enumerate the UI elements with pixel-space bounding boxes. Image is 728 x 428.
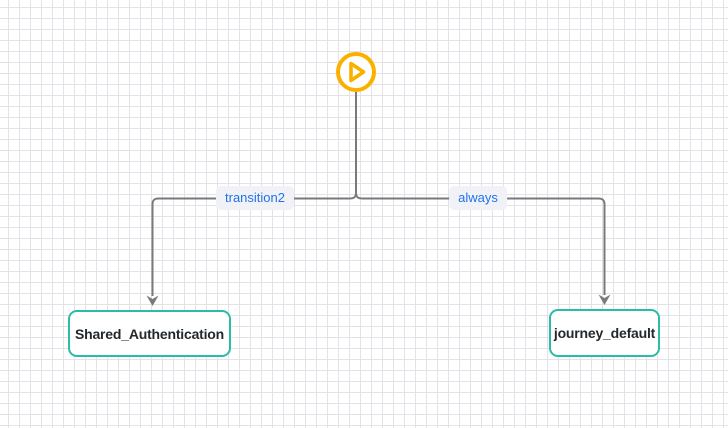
edge-always-path[interactable] xyxy=(355,192,611,305)
arrowhead-left-icon xyxy=(146,295,159,306)
start-node[interactable] xyxy=(334,50,378,94)
node-label: journey_default xyxy=(553,325,656,341)
node-label: Shared_Authentication xyxy=(74,325,225,342)
edge-label-always[interactable]: always xyxy=(449,186,507,210)
edge-label-transition2[interactable]: transition2 xyxy=(216,186,294,210)
node-shared-authentication[interactable]: Shared_Authentication xyxy=(68,310,231,357)
edge-transition2-path[interactable] xyxy=(146,192,357,306)
node-journey-default[interactable]: journey_default xyxy=(549,309,660,357)
arrowhead-right-icon xyxy=(598,294,611,305)
play-icon xyxy=(336,52,376,92)
